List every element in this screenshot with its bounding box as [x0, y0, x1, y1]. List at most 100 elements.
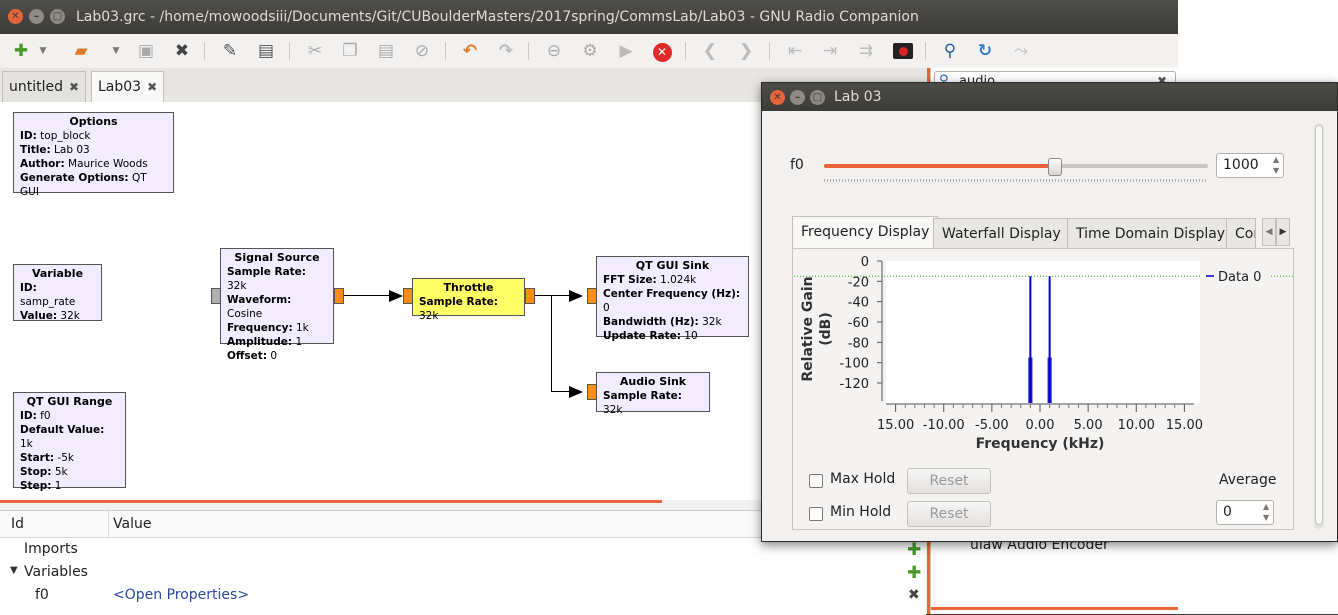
block-param-key: Offset: — [227, 350, 268, 362]
maximize-window-button[interactable]: □ — [810, 90, 825, 105]
connection-wire — [344, 295, 390, 296]
tab-untitled[interactable]: untitled✖ — [2, 71, 87, 102]
screenshot-icon[interactable] — [890, 39, 916, 63]
f0-spinbox[interactable]: 1000 ▲ ▼ — [1216, 153, 1284, 178]
reload-icon[interactable]: ↻ — [977, 41, 993, 61]
close-window-button[interactable]: ✕ — [8, 9, 23, 24]
block-param-value: 1 — [51, 480, 62, 492]
delete-icon[interactable]: ⊘ — [414, 41, 430, 61]
f0-slider-thumb[interactable] — [1048, 158, 1063, 176]
back-icon[interactable]: ❮ — [702, 41, 718, 61]
maximize-window-button[interactable]: □ — [50, 9, 65, 24]
expander-icon[interactable]: ▼ — [10, 565, 18, 576]
min-hold-checkbox[interactable] — [809, 507, 823, 521]
tab-constellation[interactable]: Con — [1226, 218, 1256, 250]
variable-f0-value[interactable]: <Open Properties> — [113, 587, 250, 603]
copy-icon[interactable]: ❐ — [342, 41, 358, 61]
block-param-value: 1 — [292, 336, 303, 348]
imports-row[interactable]: Imports — [24, 541, 78, 557]
spin-down-icon[interactable]: ▼ — [1263, 513, 1270, 522]
slider-ticks — [824, 179, 1208, 182]
close-tab-icon[interactable]: ✖ — [69, 80, 80, 94]
tab-scroll-right-icon[interactable]: ▶ — [1276, 218, 1290, 246]
panel-splitter[interactable] — [931, 607, 1179, 610]
dialog-scrollbar[interactable] — [1314, 123, 1324, 529]
variable-f0-id[interactable]: f0 — [35, 587, 49, 603]
paste-icon[interactable]: ▤ — [377, 41, 395, 61]
undo-icon[interactable]: ↶ — [462, 41, 478, 61]
x-tick-label: 15.00 — [1166, 418, 1203, 433]
dialog-title-bar: ✕ – □ Lab 03 — [762, 83, 1337, 111]
spin-down-icon[interactable]: ▼ — [1273, 166, 1280, 175]
block-param-key: Amplitude: — [227, 336, 293, 348]
link-icon[interactable]: ⤳ — [1014, 41, 1028, 61]
block-param: Default Value: 1k — [20, 423, 119, 451]
tab-time-domain-display[interactable]: Time Domain Display — [1067, 218, 1235, 250]
open-dropdown-icon[interactable]: ▼ — [112, 46, 120, 56]
value-column-header[interactable]: Value — [113, 516, 152, 532]
block-param-key: Sample Rate: — [227, 266, 306, 278]
add-import-icon[interactable]: ✚ — [907, 540, 922, 560]
max-hold-reset-button[interactable]: Reset — [907, 468, 991, 494]
cut-icon[interactable]: ✂ — [307, 41, 323, 61]
save-icon[interactable]: ▣ — [137, 41, 155, 61]
average-spinbox[interactable]: 0 ▲ ▼ — [1216, 500, 1274, 525]
block-param: Title: Lab 03 — [20, 143, 167, 157]
legend-label[interactable]: Data 0 — [1218, 270, 1261, 285]
tab-lab03[interactable]: Lab03✖ — [91, 71, 165, 102]
block-param-key: Step: — [20, 480, 52, 492]
clear-search-icon[interactable]: ✖ — [1157, 74, 1168, 88]
tab-frequency-display[interactable]: Frequency Display — [792, 216, 939, 250]
variables-row[interactable]: Variables — [24, 564, 88, 580]
add-variable-icon[interactable]: ✚ — [907, 563, 922, 583]
edit-icon[interactable]: ✎ — [222, 41, 238, 61]
y-tick-label: -60 — [848, 316, 869, 331]
open-icon[interactable]: ▰ — [74, 41, 88, 61]
block-param-key: Bandwidth (Hz): — [603, 316, 699, 328]
scrollbar-thumb[interactable] — [1315, 125, 1323, 525]
max-hold-checkbox[interactable] — [809, 474, 823, 488]
minimize-window-button[interactable]: – — [790, 90, 805, 105]
close-icon[interactable]: ✖ — [174, 41, 190, 61]
spin-up-icon[interactable]: ▲ — [1263, 502, 1270, 511]
block-param: Stop: 5k — [20, 465, 119, 479]
minimize-window-button[interactable]: – — [29, 9, 44, 24]
new-icon[interactable]: ✚ — [13, 41, 29, 61]
print-icon[interactable]: ▤ — [257, 41, 275, 61]
tab-waterfall-display[interactable]: Waterfall Display — [933, 218, 1070, 250]
close-window-button[interactable]: ✕ — [770, 90, 785, 105]
rotate-ccw-icon[interactable]: ⇤ — [787, 41, 803, 61]
remove-variable-icon[interactable]: ✖ — [908, 587, 920, 603]
spin-up-icon[interactable]: ▲ — [1273, 155, 1280, 164]
tab-scroll-left-icon[interactable]: ◀ — [1262, 218, 1276, 246]
flowgraph-icon[interactable]: ⇉ — [858, 41, 874, 61]
close-tab-icon[interactable]: ✖ — [147, 80, 158, 94]
min-hold-reset-button[interactable]: Reset — [907, 501, 991, 527]
rotate-cw-icon[interactable]: ⇥ — [822, 41, 838, 61]
find-icon[interactable]: ⚲ — [943, 41, 957, 61]
source-output-port[interactable] — [334, 288, 344, 304]
y-tick-label: -100 — [839, 357, 869, 372]
execute-icon[interactable]: ▶ — [619, 41, 633, 61]
throttle-output-port[interactable] — [525, 288, 535, 304]
redo-icon[interactable]: ↷ — [498, 41, 514, 61]
y-axis-label-line1: Relative Gain — [800, 276, 816, 381]
id-column-header[interactable]: Id — [11, 516, 25, 532]
forward-icon[interactable]: ❯ — [738, 41, 754, 61]
bypass-icon[interactable]: ⚙ — [582, 41, 598, 61]
kill-icon[interactable]: ✕ — [649, 39, 675, 63]
disable-icon[interactable]: ⊖ — [546, 41, 562, 61]
block-param-value: 32k — [227, 280, 247, 292]
block-param: ID: samp_rate — [20, 281, 95, 309]
block-title: Options — [69, 115, 118, 128]
new-dropdown-icon[interactable]: ▼ — [39, 46, 47, 56]
pane-splitter[interactable] — [0, 500, 662, 503]
